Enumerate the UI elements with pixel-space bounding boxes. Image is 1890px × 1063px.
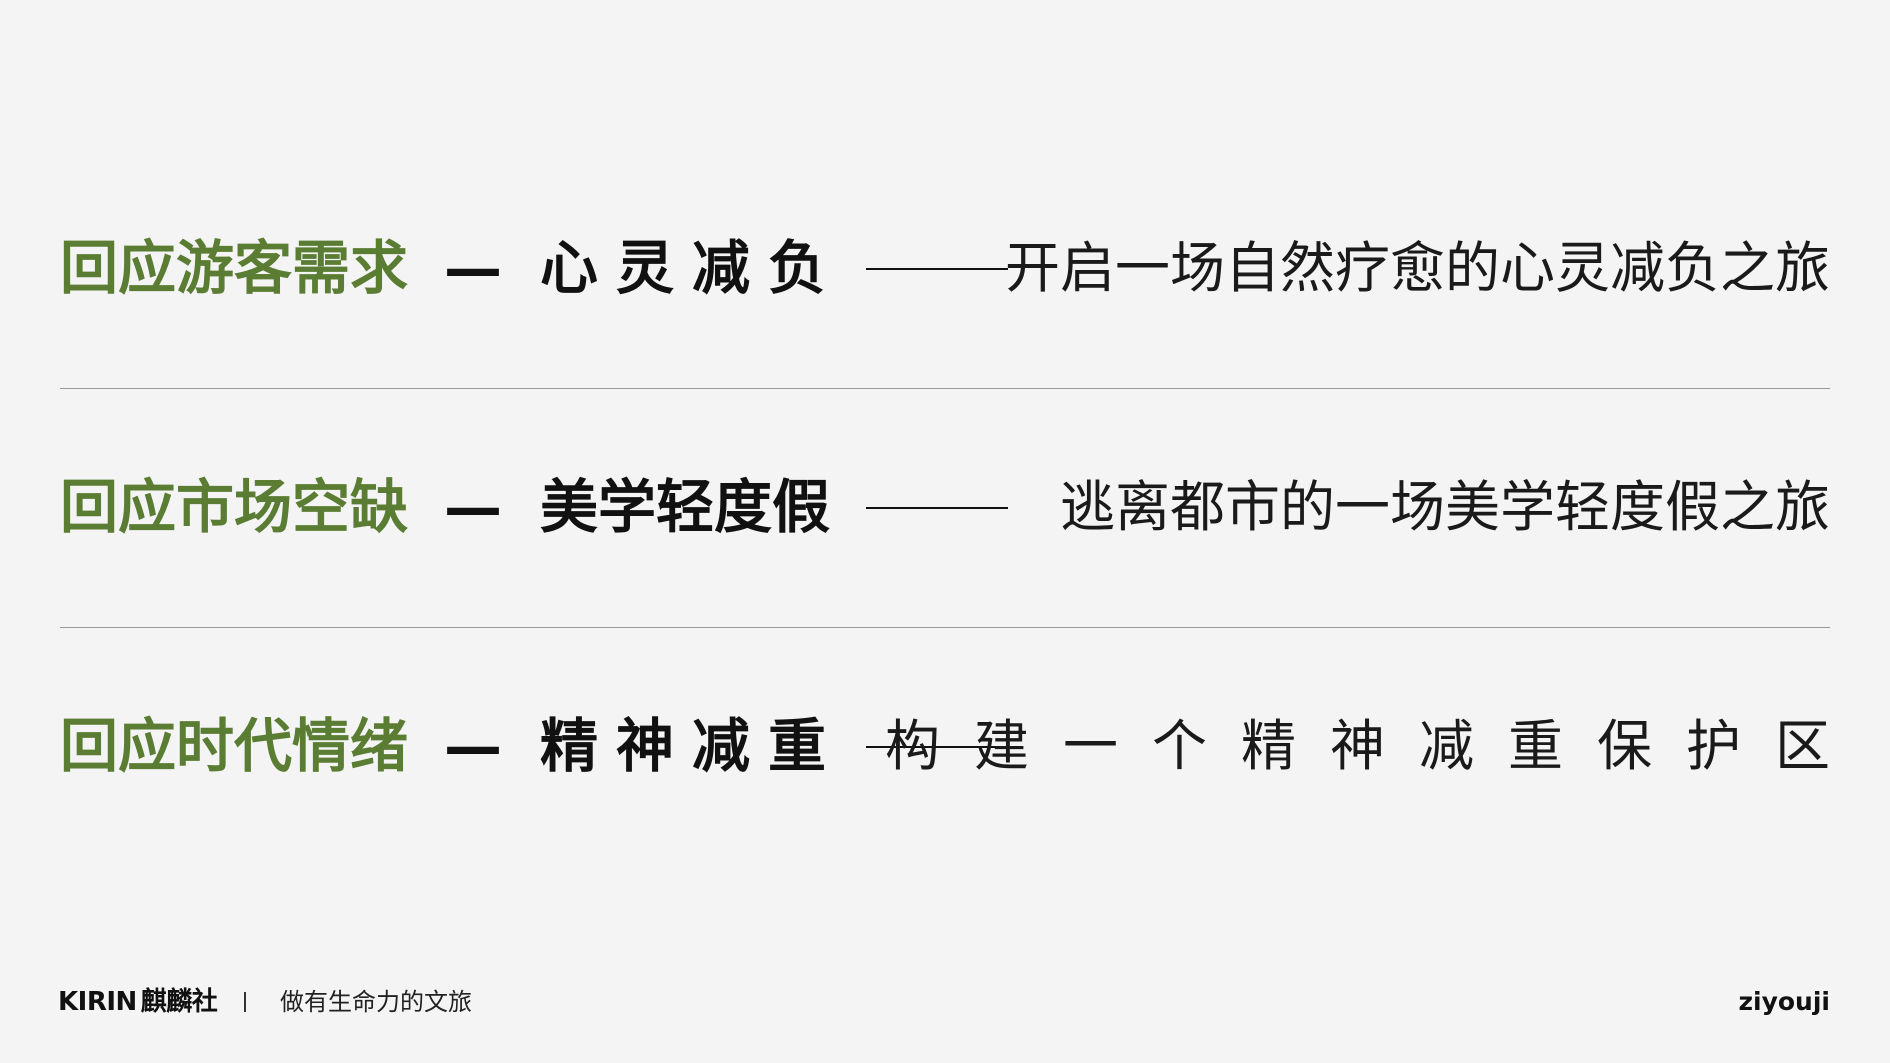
keyword-label: 美学轻度假 xyxy=(540,473,831,541)
dash-mark: — xyxy=(444,473,502,541)
footer-separator xyxy=(244,992,254,1012)
row-divider xyxy=(60,627,1830,628)
description-text: 构建一个精神减重保护区 xyxy=(884,714,1864,778)
need-label: 回应游客需求 xyxy=(60,234,409,302)
need-label: 回应时代情绪 xyxy=(60,712,409,780)
connector-line xyxy=(866,746,1008,748)
footer-slogan: 做有生命力的文旅 xyxy=(280,988,472,1016)
brand-chinese: 麒麟社 xyxy=(140,987,218,1017)
brand-latin: KIRIN xyxy=(58,987,137,1017)
statement-row-market-gap: 回应市场空缺 — 美学轻度假 逃离都市的一场美学轻度假之旅 xyxy=(60,467,1830,547)
description-text: 开启一场自然疗愈的心灵减负之旅 xyxy=(1004,236,1830,300)
dash-mark: — xyxy=(444,712,502,780)
footer-site: ziyouji xyxy=(1738,987,1830,1016)
keyword-label: 心灵减负 xyxy=(540,234,845,302)
statement-row-visitor-needs: 回应游客需求 — 心灵减负 开启一场自然疗愈的心灵减负之旅 xyxy=(60,228,1830,308)
connector-line xyxy=(866,507,1008,509)
need-label: 回应市场空缺 xyxy=(60,473,409,541)
description-text: 逃离都市的一场美学轻度假之旅 xyxy=(1059,475,1830,539)
keyword-label: 精神减重 xyxy=(540,712,845,780)
connector-line xyxy=(866,268,1008,270)
dash-mark: — xyxy=(444,234,502,302)
row-divider xyxy=(60,388,1830,389)
statement-row-era-emotion: 回应时代情绪 — 精神减重 构建一个精神减重保护区 xyxy=(60,706,1830,786)
